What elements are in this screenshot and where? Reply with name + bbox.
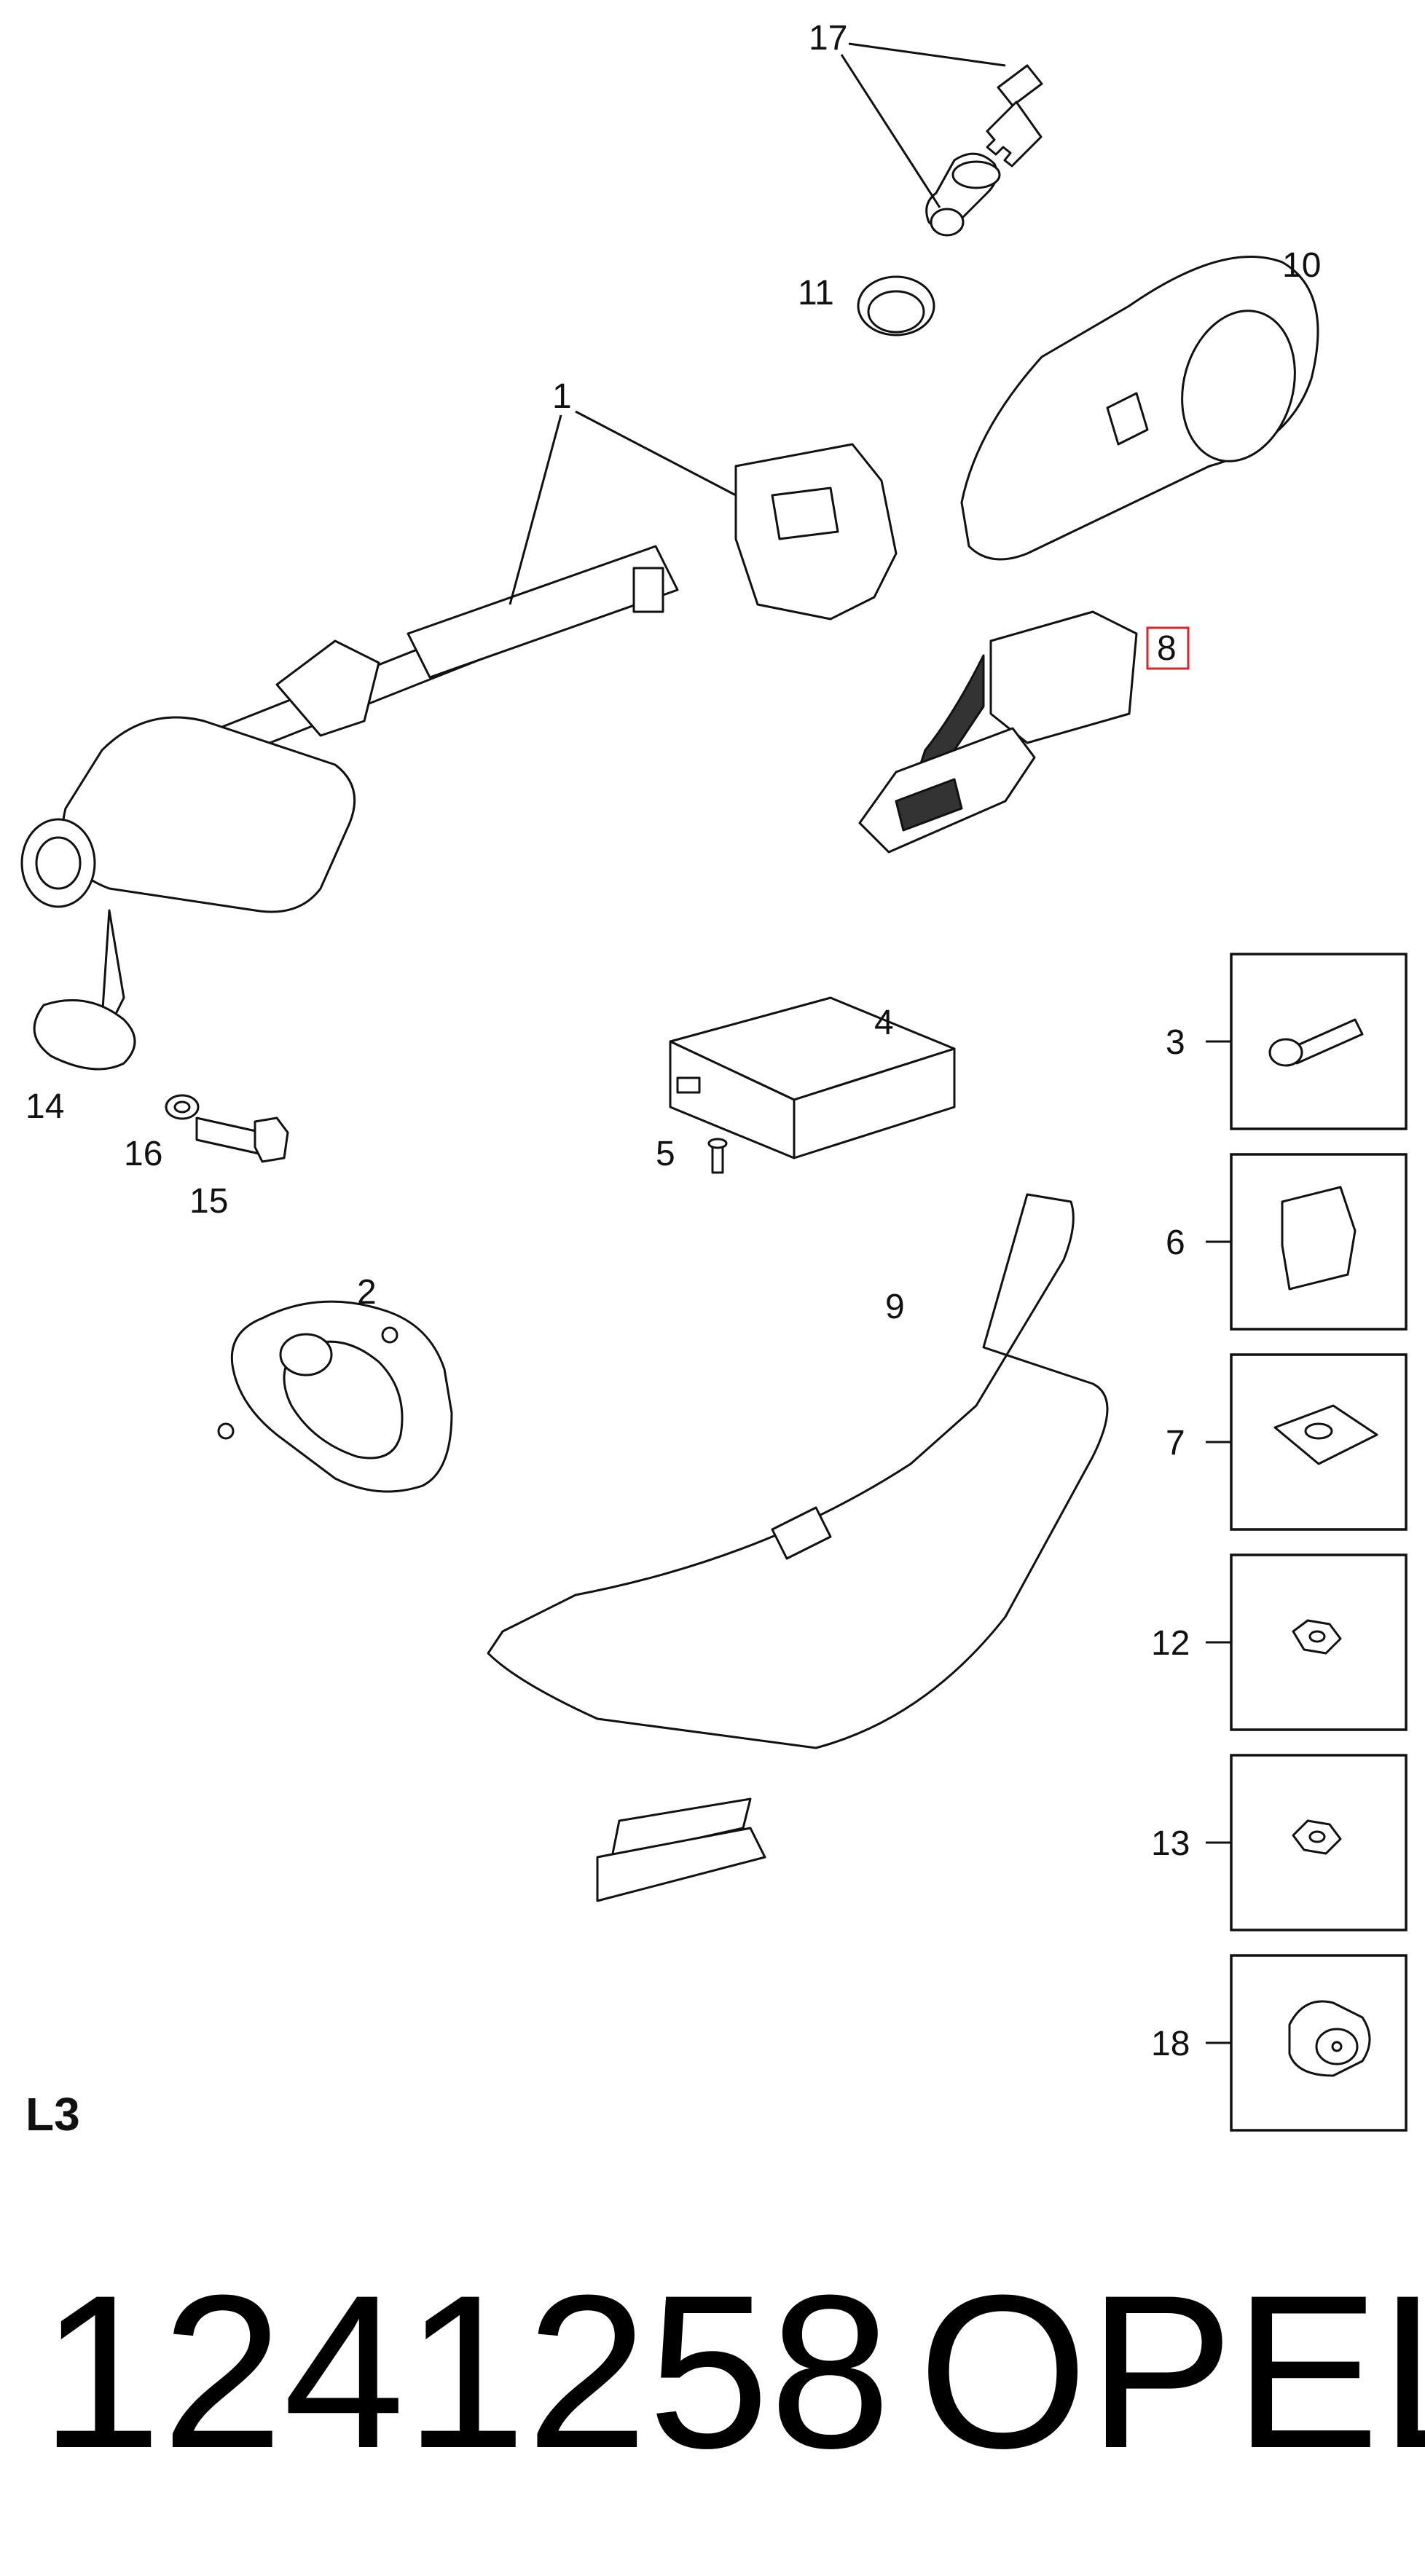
callout-11: 11 — [798, 274, 834, 312]
inset-3[interactable] — [1230, 953, 1408, 1130]
callout-14: 14 — [25, 1087, 64, 1126]
callout-1: 1 — [552, 377, 572, 416]
small-screw[interactable] — [707, 1138, 728, 1174]
inset-13[interactable] — [1230, 1754, 1408, 1931]
callout-5: 5 — [656, 1135, 675, 1173]
inset-18[interactable] — [1230, 1954, 1408, 2132]
callout-13: 13 — [1151, 1824, 1190, 1863]
gasket-plate[interactable] — [217, 1300, 453, 1493]
callout-12: 12 — [1151, 1624, 1190, 1663]
callout-17: 17 — [809, 19, 847, 58]
brand-name: OPEL — [918, 2249, 1425, 2494]
callout-8-highlight-box — [1146, 626, 1190, 670]
callout-8: 8 — [1157, 629, 1177, 668]
column-shroud-cover[interactable] — [960, 256, 1319, 561]
control-module[interactable] — [669, 996, 956, 1159]
combination-switch[interactable] — [858, 610, 1138, 854]
section-label: L3 — [25, 2088, 80, 2140]
callout-2: 2 — [357, 1273, 377, 1312]
callout-15: 15 — [189, 1182, 228, 1221]
ring-seal[interactable] — [857, 275, 935, 336]
callout-9: 9 — [885, 1288, 905, 1326]
inset-12[interactable] — [1230, 1553, 1408, 1731]
inset-7[interactable] — [1230, 1353, 1408, 1531]
callout-3: 3 — [1166, 1023, 1185, 1062]
callout-16: 16 — [124, 1135, 162, 1173]
lower-trim-panel[interactable] — [487, 1193, 1109, 1902]
callout-6: 6 — [1166, 1224, 1185, 1262]
steering-column-assembly[interactable] — [20, 443, 898, 1071]
callout-7: 7 — [1166, 1424, 1185, 1462]
callout-10: 10 — [1282, 246, 1321, 285]
hex-bolt[interactable] — [195, 1116, 289, 1163]
callout-4: 4 — [874, 1004, 894, 1042]
callout-18: 18 — [1151, 2025, 1190, 2063]
washer[interactable] — [165, 1094, 200, 1120]
part-number: 1241258 — [40, 2249, 891, 2494]
key-and-lock-cylinder[interactable] — [925, 64, 1043, 237]
inset-6[interactable] — [1230, 1153, 1408, 1331]
